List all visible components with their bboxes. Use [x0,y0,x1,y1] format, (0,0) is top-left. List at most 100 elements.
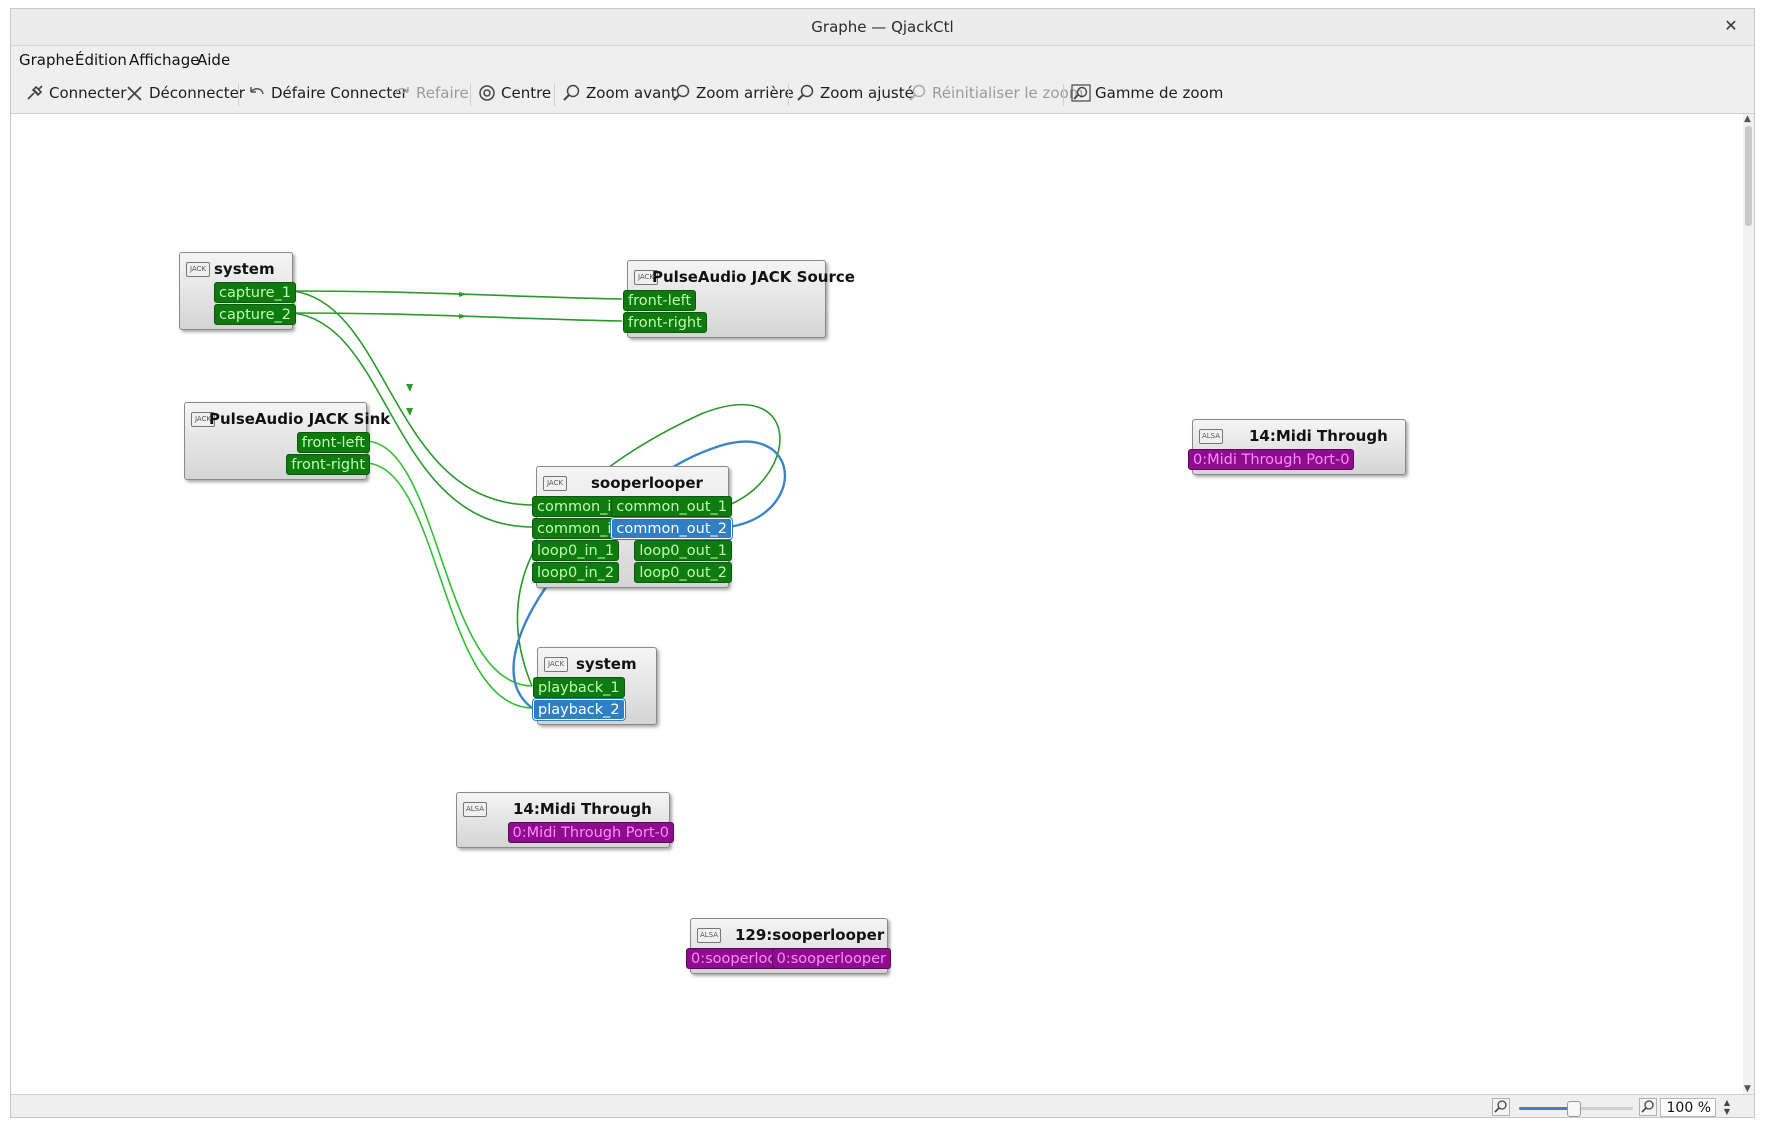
port-loop0-in-1[interactable]: loop0_in_1 [532,540,620,561]
jack-client-icon: JACK [543,476,567,491]
graph-canvas[interactable]: JACK system capture_1 capture_2 JACK Pul… [11,114,1746,1094]
center-label: Centre [501,84,552,102]
undo-button[interactable]: Défaire Connecter [247,84,408,102]
zoom-slider-handle[interactable] [1567,1101,1581,1117]
port-loop0-out-2[interactable]: loop0_out_2 [634,562,732,583]
wire-capture1-common-in1[interactable] [292,290,533,506]
alsa-client-icon: ALSA [1199,429,1223,444]
port-midi-through-in[interactable]: 0:Midi Through Port-0 [1188,449,1355,470]
zoom-out-label: Zoom arrière [696,84,794,102]
zoom-out-icon [673,84,690,101]
connect-button[interactable]: Connecter [25,84,126,102]
zoom-out-button[interactable]: Zoom arrière [672,84,794,102]
zoom-in-label: Zoom avant [586,84,677,102]
target-center-icon [479,85,495,101]
zoom-fit-label: Zoom ajusté [820,84,914,102]
alsa-client-icon: ALSA [697,928,721,943]
zoom-out-slider-icon[interactable] [1492,1098,1510,1116]
wire-capture2-common-in2[interactable] [292,312,533,528]
alsa-client-icon: ALSA [463,802,487,817]
zoom-range-label: Gamme de zoom [1095,84,1224,102]
center-button[interactable]: Centre [477,84,551,102]
toolbar: Connecter Déconnecter Défaire Connecter … [11,75,1754,114]
zoom-value-field[interactable]: 100 % [1660,1098,1716,1117]
menu-affichage[interactable]: Affichage [129,51,200,69]
wire-common-out2-playback2[interactable] [512,440,787,709]
plug-disconnect-icon [127,86,142,101]
jack-client-icon: JACK [186,262,210,277]
port-capture-1[interactable]: capture_1 [214,282,296,303]
menu-edition[interactable]: Édition [75,51,127,69]
toolbar-separator [554,84,555,106]
redo-label: Refaire [416,84,469,102]
zoom-fit-button[interactable]: Zoom ajusté [796,84,914,102]
connect-label: Connecter [49,84,127,102]
zoom-range-button[interactable]: Gamme de zoom [1071,84,1223,102]
port-front-left-out[interactable]: front-left [296,432,370,453]
wire-arrow [406,408,413,416]
zoom-slider[interactable] [1519,1101,1633,1117]
toolbar-separator [788,84,789,106]
wire-capture1-source-fl[interactable] [292,290,623,300]
jack-client-icon: JACK [634,270,658,285]
port-front-left-in[interactable]: front-left [623,290,697,311]
node-midi-through-alsa-out[interactable]: ALSA 14:Midi Through 0:Midi Through Port… [456,792,674,848]
port-sooperlooper-midi-out[interactable]: 0:sooperlooper [771,948,891,969]
close-window-button[interactable]: ✕ [1724,16,1738,35]
scrollbar-thumb[interactable] [1745,126,1752,226]
menu-graphe[interactable]: Graphe [19,51,75,69]
zoom-fit-icon [797,84,814,101]
node-sooperlooper[interactable]: JACK sooperlooper common_in_1 common_in_… [532,466,732,588]
port-loop0-in-2[interactable]: loop0_in_2 [532,562,620,583]
node-pulseaudio-source[interactable]: JACK PulseAudio JACK Source front-left f… [623,260,855,338]
zoom-reset-icon [909,84,926,101]
disconnect-button[interactable]: Déconnecter [125,84,245,102]
node-alsa-sooperlooper[interactable]: ALSA 129:sooperlooper 0:sooperlooper 0:s… [686,918,891,974]
zoom-in-slider-icon[interactable] [1639,1098,1657,1116]
node-midi-through-alsa-in[interactable]: ALSA 14:Midi Through 0:Midi Through Port… [1188,419,1406,475]
zoom-in-button[interactable]: Zoom avant [562,84,677,102]
undo-label: Défaire Connecter [271,84,408,102]
zoom-in-icon [563,84,580,101]
disconnect-label: Déconnecter [149,84,245,102]
wire-common-out1-playback1[interactable] [516,403,781,687]
redo-button[interactable]: Refaire [392,84,469,102]
node-title: sooperlooper [591,474,703,492]
plug-connect-icon [27,85,43,100]
port-common-out-1[interactable]: common_out_1 [611,496,732,517]
node-title: system [214,260,275,278]
scroll-up-icon[interactable]: ▲ [1744,114,1751,124]
node-title: 14:Midi Through [1249,427,1388,445]
node-system-playback[interactable]: JACK system playback_1 playback_2 [533,647,657,725]
node-title: system [576,655,637,673]
wire-sink-fl-playback1[interactable] [365,440,533,687]
node-pulseaudio-sink[interactable]: JACK PulseAudio JACK Sink front-left fro… [184,402,390,480]
port-loop0-out-1[interactable]: loop0_out_1 [634,540,732,561]
zoom-spinner-icon[interactable]: ▲▼ [1723,1098,1731,1116]
wire-capture2-source-fr[interactable] [292,312,623,322]
jack-client-icon: JACK [544,657,568,672]
node-title: 14:Midi Through [513,800,652,818]
zoom-slider-fill [1519,1107,1573,1110]
zoom-reset-button[interactable]: Réinitialiser le zoom [908,84,1083,102]
port-front-right-out[interactable]: front-right [286,454,370,475]
port-playback-2[interactable]: playback_2 [533,699,625,720]
toolbar-separator [470,84,471,106]
menu-aide[interactable]: Aide [197,51,231,69]
node-system-capture[interactable]: JACK system capture_1 capture_2 [179,252,296,330]
node-title: 129:sooperlooper [735,926,885,944]
port-playback-1[interactable]: playback_1 [533,677,625,698]
wire-arrow [406,384,413,392]
wire-sink-fr-playback2[interactable] [365,462,533,709]
window-title: Graphe — QjackCtl [811,18,954,36]
toolbar-separator [238,84,239,106]
zoom-range-icon [1071,84,1091,102]
scroll-down-icon[interactable]: ▼ [1744,1084,1751,1094]
zoom-reset-label: Réinitialiser le zoom [932,84,1084,102]
port-midi-through-out[interactable]: 0:Midi Through Port-0 [507,822,674,843]
status-bar: 100 % ▲▼ [11,1094,1754,1117]
vertical-scrollbar[interactable]: ▲ ▼ [1743,114,1754,1094]
port-capture-2[interactable]: capture_2 [214,304,296,325]
port-common-out-2[interactable]: common_out_2 [611,518,732,539]
port-front-right-in[interactable]: front-right [623,312,707,333]
